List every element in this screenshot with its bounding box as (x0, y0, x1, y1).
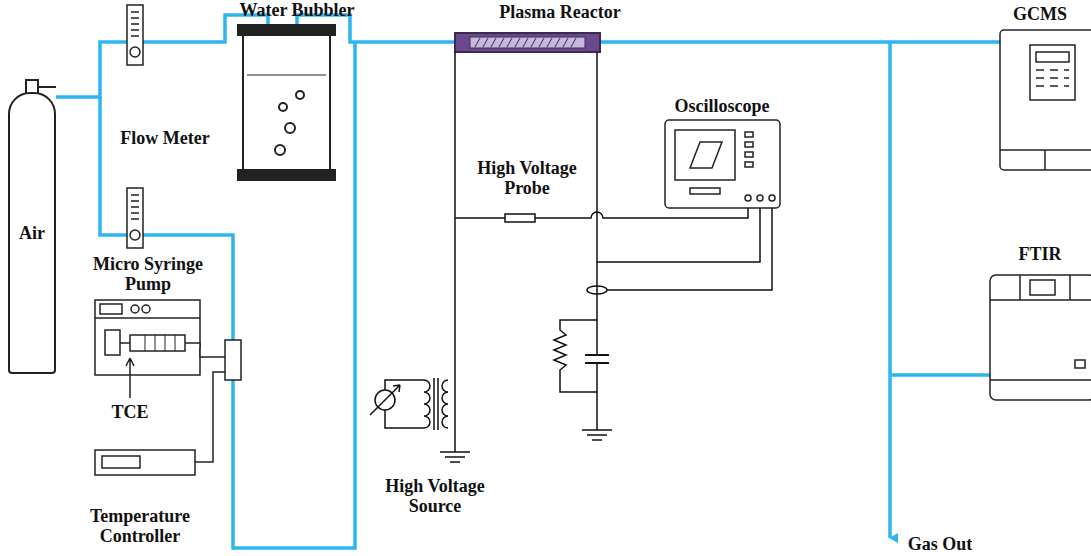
drawing-part (1030, 45, 1075, 100)
pump-label: Micro Syringe Pump (83, 254, 213, 294)
drawing-part (442, 380, 448, 428)
drawing-part (1000, 30, 1091, 170)
controller-label: Temperature Controller (75, 506, 205, 546)
drawing-part (126, 358, 134, 398)
drawing-part (745, 162, 753, 167)
probe-label: High Voltage Probe (463, 158, 591, 198)
drawing-part (745, 142, 753, 147)
gas-cylinder: Air (8, 92, 56, 374)
water-bubbler (238, 25, 335, 180)
drawing-part (582, 430, 612, 440)
drawing-part (990, 275, 1091, 380)
drawing-part (888, 42, 892, 538)
gcms-instrument (1000, 30, 1091, 170)
drawing-part (990, 275, 1091, 400)
syringe-pump (95, 300, 241, 475)
source-label: High Voltage Source (365, 476, 505, 516)
bubbler-label: Water Bubbler (222, 0, 372, 20)
drawing-part (554, 320, 597, 392)
drawing-part (1000, 150, 1091, 170)
drawing-part (585, 355, 609, 363)
drawing-part (243, 35, 330, 170)
drawing-part (238, 25, 335, 35)
gas-pipes (56, 15, 1000, 548)
drawing-part (385, 380, 424, 428)
drawing-part (890, 373, 990, 377)
drawing-part (505, 214, 535, 222)
drawing-part (440, 452, 470, 462)
drawing-part (195, 372, 225, 462)
reactor-label: Plasma Reactor (475, 2, 645, 22)
drawing-part (247, 75, 326, 76)
drawing-part (120, 343, 225, 357)
drawing-part (95, 450, 195, 475)
drawing-part (285, 123, 295, 133)
drawing-part (1036, 52, 1069, 62)
drawing-part (769, 195, 775, 201)
drawing-part (596, 52, 598, 430)
drawing-part (1075, 360, 1085, 368)
drawing-part (296, 91, 304, 99)
drawing-part (145, 335, 175, 351)
drawing-part (131, 305, 139, 313)
drawing-part (454, 52, 456, 452)
drawing-part (127, 188, 143, 248)
drawing-part (470, 37, 585, 48)
flow-meter-label: Flow Meter (105, 128, 225, 148)
drawing-part (675, 130, 735, 180)
drawing-part (279, 103, 287, 111)
drawing-part (105, 330, 120, 355)
drawing-part (1030, 280, 1055, 295)
gcms-label: GCMS (995, 4, 1085, 24)
drawing-part (690, 142, 722, 168)
drawing-part (38, 86, 56, 88)
drawing-part (475, 38, 576, 47)
drawing-part (1036, 70, 1069, 86)
drawing-part (745, 195, 751, 201)
drawing-part (56, 15, 268, 155)
drawing-part (665, 120, 780, 208)
drawing-part (597, 205, 760, 262)
drawing-part (424, 380, 430, 428)
ftir-label: FTIR (995, 244, 1085, 264)
drawing-part (607, 205, 772, 290)
ftir-instrument (990, 275, 1091, 400)
drawing-part (100, 304, 122, 314)
tce-label: TCE (100, 402, 160, 422)
node-text: Air (19, 223, 45, 244)
drawing-part (238, 170, 335, 180)
drawing-part (131, 12, 139, 36)
drawing-part (745, 132, 753, 137)
drawing-part (745, 152, 753, 157)
gas-out-label: Gas Out (895, 534, 985, 554)
plasma-reactor (455, 33, 600, 52)
drawing-part (130, 47, 140, 57)
drawing-part (127, 5, 143, 65)
drawing-part (455, 33, 600, 52)
drawing-part (757, 195, 763, 201)
drawing-part (587, 286, 607, 294)
drawing-part (275, 145, 285, 155)
drawing-part (95, 317, 200, 319)
drawing-part (690, 188, 720, 194)
drawing-part (95, 300, 200, 375)
drawing-part (434, 378, 438, 430)
oscilloscope-label: Oscilloscope (657, 96, 787, 116)
drawing-part (131, 195, 139, 219)
drawing-part (225, 340, 241, 380)
drawing-part (600, 40, 1000, 44)
drawing-part (130, 230, 140, 240)
flow-meter (127, 5, 143, 248)
drawing-part (370, 385, 400, 415)
drawing-part (102, 456, 140, 468)
drawing-part (130, 335, 185, 351)
drawing-part (142, 305, 150, 313)
oscilloscope (665, 120, 780, 208)
